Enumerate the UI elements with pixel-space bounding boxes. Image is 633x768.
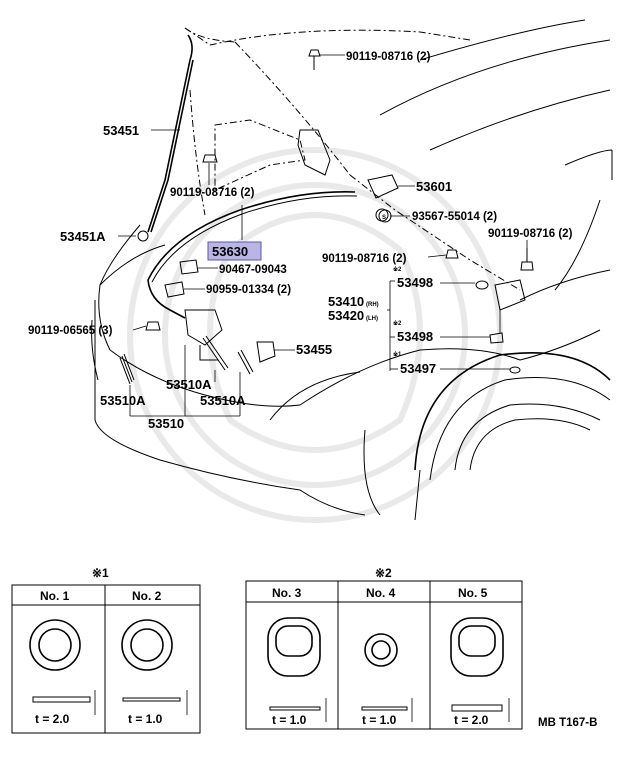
label-53497: 53497: [400, 361, 436, 376]
label-53510: 53510: [148, 416, 184, 431]
table2-col2-header: No. 4: [366, 586, 396, 600]
table1-col2-thickness: t = 1.0: [128, 712, 163, 726]
label-53410: 53410: [328, 294, 364, 309]
table2-mark: ※2: [375, 566, 392, 580]
label-93567: 93567-55014 (2): [412, 211, 497, 223]
label-53451A: 53451A: [60, 229, 106, 244]
watermark-emblem: [127, 147, 503, 523]
label-53410-side: (RH): [366, 302, 379, 308]
leader-lines: [118, 54, 528, 417]
label-90119-08716-right: 90119-08716 (2): [488, 228, 573, 240]
hood-support-rod: [137, 34, 194, 242]
table2-col1-thickness: t = 1.0: [272, 713, 307, 727]
label-90119-08716-top: 90119-08716 (2): [346, 51, 431, 63]
label-53630: 53630: [212, 244, 248, 259]
label-53498-top: 53498: [397, 275, 433, 290]
label-53498-mid: 53498: [397, 329, 433, 344]
table1-col1-thickness: t = 2.0: [35, 712, 70, 726]
hardware-parts: [119, 49, 534, 385]
label-93567-symbol: S: [382, 215, 386, 221]
label-90119-06565: 90119-06565 (3): [28, 325, 113, 337]
table1-col2-header: No. 2: [132, 589, 162, 603]
label-53510A-left: 53510A: [100, 393, 146, 408]
table2-col2-thickness: t = 1.0: [362, 713, 397, 727]
table2-col3-thickness: t = 2.0: [454, 713, 489, 727]
label-53451: 53451: [103, 123, 139, 138]
mark-1: ※1: [393, 350, 402, 358]
part-labels: 90119-08716 (2) 53451 90119-08716 (2) 53…: [28, 51, 573, 431]
table2-col3-header: No. 5: [458, 586, 488, 600]
label-90467: 90467-09043: [219, 264, 287, 276]
vehicle-outline: [91, 19, 613, 521]
label-90959: 90959-01334 (2): [206, 284, 291, 296]
label-53510A-right: 53510A: [200, 393, 246, 408]
highlight-53630: [207, 241, 262, 261]
table1-col1-header: No. 1: [40, 589, 70, 603]
label-90119-08716-left: 90119-08716 (2): [170, 187, 255, 199]
label-53601: 53601: [416, 179, 452, 194]
label-90119-08716-mid: 90119-08716 (2): [322, 253, 407, 265]
shim-table-2: ※2 No. 3 No. 4 No. 5 t = 1.0 t = 1.0 t =…: [245, 566, 523, 730]
diagram-code: MB T167-B: [538, 717, 597, 729]
shim-table-1: ※1 No. 1 No. 2 t = 2.0 t = 1.0: [11, 566, 201, 734]
table1-mark: ※1: [92, 566, 109, 580]
label-53510A-center: 53510A: [166, 377, 212, 392]
label-53455: 53455: [296, 342, 332, 357]
table2-col1-header: No. 3: [272, 586, 302, 600]
mark-2-mid: ※2: [393, 319, 402, 327]
label-53420-side: (LH): [366, 316, 378, 322]
label-53420: 53420: [328, 308, 364, 323]
mark-2-top: ※2: [393, 265, 402, 273]
